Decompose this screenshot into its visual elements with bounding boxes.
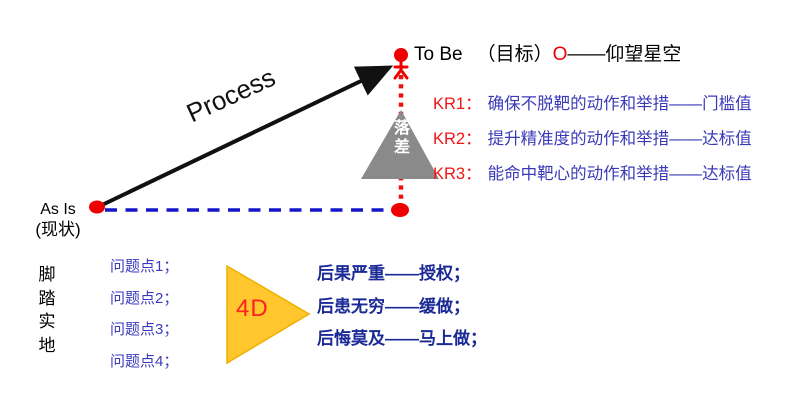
problem-item-4: 问题点4；	[110, 352, 179, 370]
as-is-label: As Is	[40, 201, 76, 218]
outcome-list: 后果严重——授权； 后患无穷——缓做； 后悔莫及——马上做；	[317, 258, 487, 356]
four-d-triangle	[226, 264, 311, 365]
kr2-text: 提升精准度的动作和举措——达标值	[487, 130, 752, 148]
baseline-end-dot	[391, 203, 409, 217]
gap-triangle-label: 落 差	[393, 120, 410, 156]
kr2-row: KR2： 提升精准度的动作和举措——达标值	[433, 125, 752, 149]
as-is-point-dot	[89, 200, 105, 214]
process-arrow	[101, 65, 394, 207]
kr3-text: 能命中靶心的动作和举措——达标值	[487, 165, 752, 183]
kr2-label: KR2：	[433, 130, 482, 148]
kr1-row: KR1： 确保不脱靶的动作和举措——门槛值	[433, 90, 752, 114]
as-is-title: As Is (现状)	[18, 200, 98, 240]
kr1-text: 确保不脱靶的动作和举措——门槛值	[487, 95, 752, 113]
to-be-rest: ——仰望星空	[567, 44, 682, 65]
problem-item-1: 问题点1；	[110, 258, 179, 275]
kr3-label: KR3：	[433, 165, 482, 183]
problem-item-2: 问题点2；	[110, 289, 179, 307]
objective-o-label: O	[552, 44, 568, 65]
kr3-row: KR3： 能命中靶心的动作和举措——达标值	[433, 160, 752, 184]
person-figure-icon	[393, 48, 409, 80]
gap-triangle	[361, 110, 439, 179]
outcome-item-1: 后果严重——授权；	[317, 264, 470, 283]
problem-list: 问题点1； 问题点2； 问题点3； 问题点4；	[110, 251, 178, 377]
outcome-item-3: 后悔莫及——马上做；	[317, 329, 487, 348]
outcome-item-2: 后患无穷——缓做；	[317, 296, 470, 316]
footing-vertical-label: 脚 踏 实 地	[38, 265, 56, 355]
to-be-label: To Be	[414, 44, 463, 65]
kr1-label: KR1：	[433, 95, 482, 113]
to-be-title: To Be （目标）O——仰望星空	[414, 39, 681, 66]
four-d-label: 4D	[236, 295, 269, 322]
as-is-paren: (现状)	[35, 220, 81, 239]
problem-item-3: 问题点3；	[110, 321, 179, 338]
to-be-paren: （目标）	[476, 44, 553, 65]
